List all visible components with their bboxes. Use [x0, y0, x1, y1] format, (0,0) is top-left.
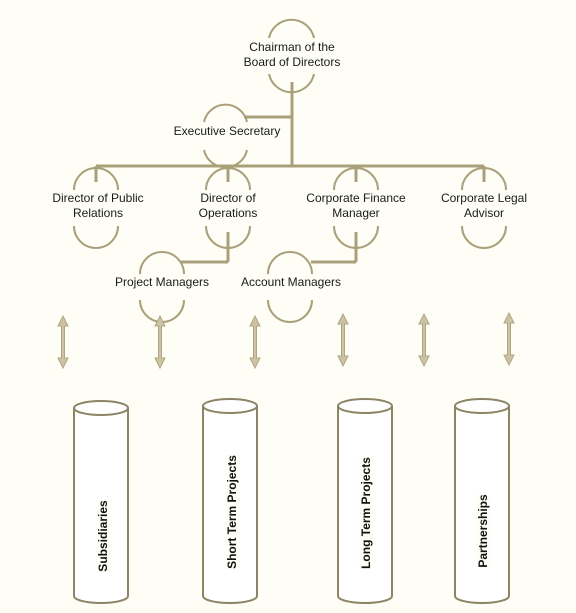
chairman-label-line1: Chairman of the: [249, 40, 335, 54]
project-managers-arc-top: [139, 251, 185, 275]
operations-arc-bottom: [205, 225, 251, 249]
double-arrow-2: [154, 314, 166, 370]
chairman-arc-top: [268, 18, 315, 39]
director-operations-label: Director of Operations: [199, 191, 258, 221]
director-operations-line2: Operations: [198, 206, 258, 220]
account-managers-arc-top: [267, 251, 313, 275]
public-relations-arc-top: [73, 167, 119, 191]
double-arrow-3: [249, 314, 261, 370]
double-arrow-6: [503, 311, 515, 367]
double-arrow-4: [337, 312, 349, 368]
finance-arc-bottom: [333, 225, 379, 249]
chairman-label: Chairman of the Board of Directors: [244, 40, 341, 70]
corporate-legal-advisor-line2: Advisor: [463, 206, 504, 220]
project-managers-arc-bottom: [139, 299, 185, 323]
connector-lines: [94, 82, 486, 264]
corporate-legal-advisor-line1: Corporate Legal: [440, 191, 528, 205]
double-arrow-1: [57, 314, 69, 370]
pillar-partnerships-label: Partnerships: [476, 494, 490, 568]
finance-arc-top: [333, 167, 379, 191]
executive-secretary-label: Executive Secretary: [173, 124, 281, 138]
secretary-arc-top: [203, 103, 248, 123]
director-public-relations-line2: Relations: [72, 206, 124, 220]
chairman-label-line2: Board of Directors: [243, 55, 341, 69]
legal-arc-bottom: [461, 225, 507, 249]
corporate-finance-manager-line1: Corporate Finance: [306, 191, 406, 205]
chairman-arc-bottom: [268, 73, 315, 94]
project-managers-label: Project Managers: [114, 275, 210, 289]
double-arrows: [57, 311, 515, 370]
director-public-relations-label: Director of Public Relations: [52, 191, 143, 221]
director-operations-line1: Director of: [200, 191, 256, 205]
pillar-long-term-projects-label: Long Term Projects: [359, 457, 373, 569]
corporate-legal-advisor-label: Corporate Legal Advisor: [441, 191, 527, 221]
double-arrow-5: [418, 312, 430, 368]
legal-arc-top: [461, 167, 507, 191]
account-managers-arc-bottom: [267, 299, 313, 323]
account-managers-label: Account Managers: [240, 275, 342, 289]
director-public-relations-line1: Director of Public: [52, 191, 144, 205]
pillars: [73, 398, 510, 604]
corporate-finance-manager-line2: Manager: [332, 206, 380, 220]
pillar-subsidiaries-label: Subsidiaries: [96, 500, 110, 572]
pillar-short-term-projects-label: Short Term Projects: [225, 455, 239, 569]
public-relations-arc-bottom: [73, 225, 119, 249]
operations-arc-top: [205, 167, 251, 191]
corporate-finance-manager-label: Corporate Finance Manager: [306, 191, 405, 221]
